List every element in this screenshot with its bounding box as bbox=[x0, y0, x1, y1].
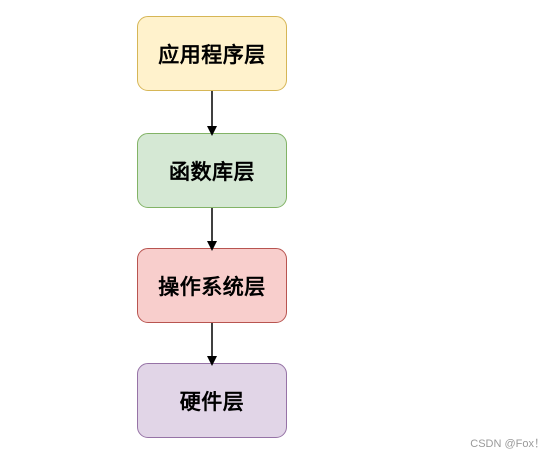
layer-box-application: 应用程序层 bbox=[137, 16, 287, 91]
layer-label: 函数库层 bbox=[169, 159, 255, 184]
layer-label: 硬件层 bbox=[179, 389, 245, 414]
layer-box-hardware: 硬件层 bbox=[137, 363, 287, 438]
layer-label: 操作系统层 bbox=[158, 274, 266, 299]
layer-box-os: 操作系统层 bbox=[137, 248, 287, 323]
layer-box-library: 函数库层 bbox=[137, 133, 287, 208]
layer-label: 应用程序层 bbox=[158, 42, 266, 67]
watermark-text: CSDN @Fox！ bbox=[470, 438, 545, 450]
